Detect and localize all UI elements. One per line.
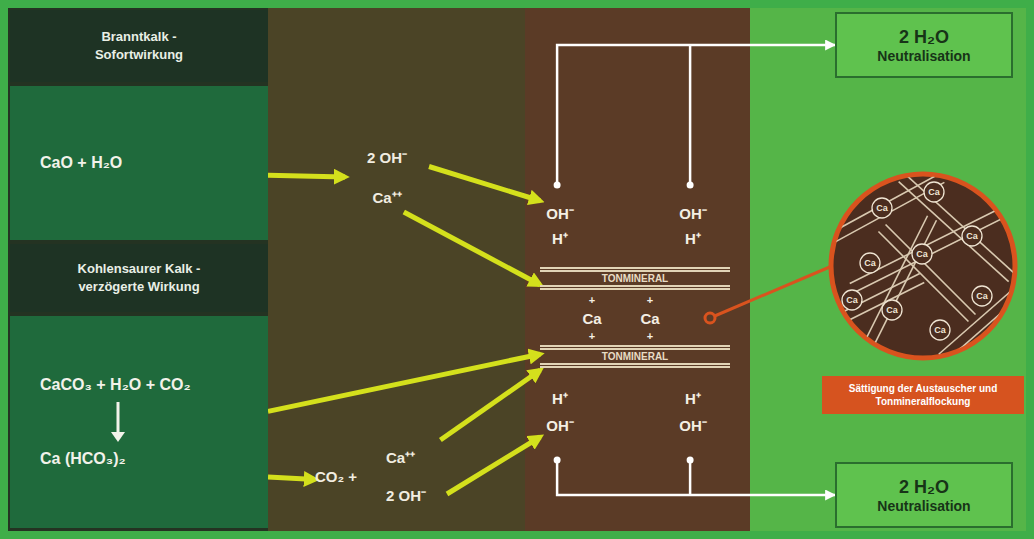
calcium-ion-label: Ca bbox=[846, 295, 858, 305]
node-text: 2 H₂O bbox=[899, 27, 949, 48]
reaction-arrow bbox=[108, 402, 128, 442]
node-text: Neutralisation bbox=[877, 48, 970, 64]
formula-box: CaO + H₂O bbox=[10, 86, 268, 240]
charge-sign: + bbox=[647, 294, 653, 306]
mineral-name: TONMINERAL bbox=[540, 351, 730, 362]
header-box: Branntkalk - Sofortwirkung bbox=[10, 10, 268, 82]
ion-group: CO₂ + Ca⁺⁺ 2 OH⁻ bbox=[315, 440, 447, 512]
node-text: Kohlensaurer Kalk - verzögerte Wirkung bbox=[64, 260, 214, 295]
clay-mineral-layer: TONMINERAL bbox=[540, 345, 730, 460]
ion-group: 2 OH⁻ Ca⁺⁺ bbox=[345, 142, 429, 212]
neutralisation-line bbox=[554, 45, 835, 189]
node-text: CaO + H₂O bbox=[40, 154, 268, 172]
reaction-arrow bbox=[268, 354, 540, 411]
reaction-arrow bbox=[268, 175, 345, 177]
caption-box: Sättigung der Austauscher und Tonmineral… bbox=[822, 376, 1024, 414]
calcium-ion-label: Ca bbox=[966, 231, 978, 241]
reaction-arrow bbox=[404, 212, 540, 285]
node-text: 2 H₂O bbox=[899, 477, 949, 498]
node-text: Ca (HCO₃)₂ bbox=[40, 450, 268, 468]
node-text: CO₂ + bbox=[315, 468, 378, 485]
ion-label: OH⁻ bbox=[546, 415, 574, 435]
ion-label: H⁺ bbox=[552, 228, 568, 248]
reaction-arrow bbox=[268, 477, 315, 479]
clay-flocculation-illustration bbox=[822, 168, 1024, 364]
node-text: Neutralisation bbox=[877, 498, 970, 514]
calcium-ion-label: Ca bbox=[934, 325, 946, 335]
charge-sign: + bbox=[589, 330, 595, 342]
node-text: Branntkalk - Sofortwirkung bbox=[64, 28, 214, 63]
ion-label: H⁺ bbox=[552, 388, 568, 408]
clay-mineral-band: TONMINERAL bbox=[540, 267, 730, 290]
mineral-name: TONMINERAL bbox=[540, 273, 730, 284]
calcium-label: Ca bbox=[640, 310, 659, 327]
ion-label: OH⁻ bbox=[679, 203, 707, 223]
formula-box: CaCO₃ + H₂O + CO₂ Ca (HCO₃)₂ bbox=[10, 316, 268, 528]
node-text: Ca⁺⁺ bbox=[372, 187, 401, 207]
caption-text: Sättigung der Austauscher und Tonmineral… bbox=[830, 382, 1016, 408]
charge-sign: + bbox=[589, 294, 595, 306]
node-text: 2 OH⁻ bbox=[367, 147, 407, 167]
charge-sign: + bbox=[647, 330, 653, 342]
calcium-label: Ca bbox=[582, 310, 601, 327]
calcium-ion-label: Ca bbox=[928, 187, 940, 197]
clay-mineral-band: TONMINERAL bbox=[540, 345, 730, 368]
reaction-arrow bbox=[447, 437, 540, 494]
calcium-ion-label: Ca bbox=[876, 203, 888, 213]
calcium-ion-label: Ca bbox=[976, 291, 988, 301]
ion-label: OH⁻ bbox=[546, 203, 574, 223]
calcium-ion-label: Ca bbox=[916, 249, 928, 259]
flocculation-inset: Sättigung der Austauscher und Tonmineral… bbox=[822, 168, 1024, 414]
reaction-arrow bbox=[429, 167, 540, 201]
result-box: 2 H₂ONeutralisation bbox=[835, 12, 1013, 78]
calcium-ion-label: Ca bbox=[864, 258, 876, 268]
reaction-arrow bbox=[440, 370, 540, 440]
node-text: Ca⁺⁺ bbox=[386, 447, 447, 467]
node-text: CaCO₃ + H₂O + CO₂ bbox=[40, 376, 268, 394]
node-text: 2 OH⁻ bbox=[386, 485, 447, 505]
ion-label: H⁺ bbox=[685, 388, 701, 408]
ion-label: H⁺ bbox=[685, 228, 701, 248]
neutralisation-line bbox=[554, 457, 835, 496]
result-box: 2 H₂ONeutralisation bbox=[835, 462, 1013, 528]
header-box: Kohlensaurer Kalk - verzögerte Wirkung bbox=[10, 244, 268, 312]
clay-mineral-layer: TONMINERAL bbox=[540, 185, 730, 290]
ion-label: OH⁻ bbox=[679, 415, 707, 435]
calcium-ion-label: Ca bbox=[886, 305, 898, 315]
